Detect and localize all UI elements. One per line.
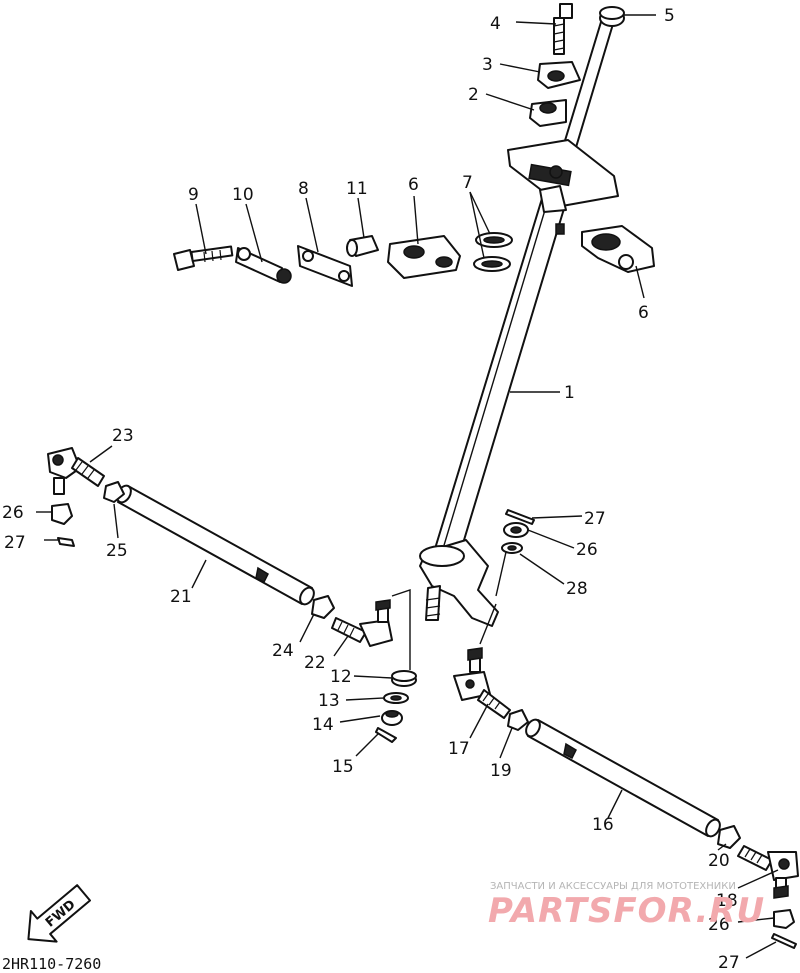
callout-26-right: 26 — [708, 915, 730, 935]
tie-rod-end-23 — [47, 447, 105, 495]
callout-25: 25 — [106, 541, 128, 561]
collar-11 — [346, 235, 379, 257]
callout-24: 24 — [272, 641, 294, 661]
leader-lines — [36, 14, 779, 959]
callout-1: 1 — [564, 383, 575, 403]
callout-6-right: 6 — [638, 303, 649, 323]
watermark: ЗАПЧАСТИ И АКСЕССУАРЫ ДЛЯ МОТОТЕХНИКИ PA… — [488, 881, 765, 931]
nut-26-left — [51, 503, 73, 525]
callout-16: 16 — [592, 815, 614, 835]
callout-9: 9 — [188, 185, 199, 205]
callout-6-left: 6 — [408, 175, 419, 195]
callout-22: 22 — [304, 653, 326, 673]
callout-27-left: 27 — [4, 533, 26, 553]
callout-26-mid: 26 — [576, 540, 598, 560]
callout-11: 11 — [346, 179, 368, 199]
callout-26-left: 26 — [2, 503, 24, 523]
link-10 — [235, 247, 292, 284]
nut-24 — [311, 595, 335, 619]
callout-7: 7 — [462, 173, 473, 193]
nut-26-mid — [503, 522, 529, 538]
steering-column — [433, 21, 614, 561]
lower-holder — [529, 99, 567, 127]
bushing-right — [581, 225, 655, 273]
watermark-brand: PARTSFOR.RU — [488, 891, 765, 931]
nut-19 — [507, 709, 529, 731]
callout-19: 19 — [490, 761, 512, 781]
bushing-6 — [387, 235, 461, 279]
fwd-arrow-icon: FWD — [27, 884, 92, 943]
column-top-bracket — [507, 139, 619, 213]
callout-17: 17 — [448, 739, 470, 759]
callout-3: 3 — [482, 55, 493, 75]
column-clip — [555, 223, 565, 235]
washer-13 — [383, 692, 409, 704]
callout-23: 23 — [112, 426, 134, 446]
upper-holder — [537, 61, 581, 89]
callout-4: 4 — [490, 14, 501, 34]
tie-rod-left — [116, 484, 315, 606]
nut-25 — [103, 481, 125, 503]
callout-18: 18 — [716, 891, 738, 911]
nut-20 — [717, 825, 741, 849]
callout-8: 8 — [298, 179, 309, 199]
callout-labels: 4 5 3 2 9 10 8 11 6 7 6 1 23 26 27 25 21… — [2, 6, 740, 973]
plate-8 — [297, 245, 353, 287]
cotter-pin-27-right — [771, 933, 797, 949]
washers-7 — [473, 232, 513, 272]
column-lower-arm — [419, 539, 499, 627]
cotter-pin-27-mid — [505, 509, 535, 525]
callout-5: 5 — [664, 6, 675, 26]
callout-12: 12 — [330, 667, 352, 687]
cap — [599, 6, 625, 27]
nut-14 — [381, 710, 403, 726]
nut-12 — [391, 670, 417, 687]
tie-rod-end-22 — [331, 599, 393, 647]
callout-10: 10 — [232, 185, 254, 205]
tie-rod-end-18 — [737, 845, 799, 899]
cotter-pin-15 — [375, 727, 397, 743]
callout-20: 20 — [708, 851, 730, 871]
watermark-caption: ЗАПЧАСТИ И АКСЕССУАРЫ ДЛЯ МОТОТЕХНИКИ — [490, 881, 736, 892]
callout-13: 13 — [318, 691, 340, 711]
callout-28: 28 — [566, 579, 588, 599]
callout-21: 21 — [170, 587, 192, 607]
washer-28 — [501, 542, 523, 554]
callout-14: 14 — [312, 715, 334, 735]
callout-2: 2 — [468, 85, 479, 105]
bolt — [553, 3, 573, 55]
callout-27-right: 27 — [718, 953, 740, 973]
nut-26-right — [773, 909, 795, 929]
callout-27-mid: 27 — [584, 509, 606, 529]
cotter-pin-27-left — [57, 537, 75, 547]
diagram-code: 2HR110-7260 — [2, 955, 101, 973]
tie-rod-right — [525, 718, 721, 838]
bolt-9 — [173, 245, 234, 271]
tie-rod-end-17 — [453, 647, 511, 719]
callout-15: 15 — [332, 757, 354, 777]
